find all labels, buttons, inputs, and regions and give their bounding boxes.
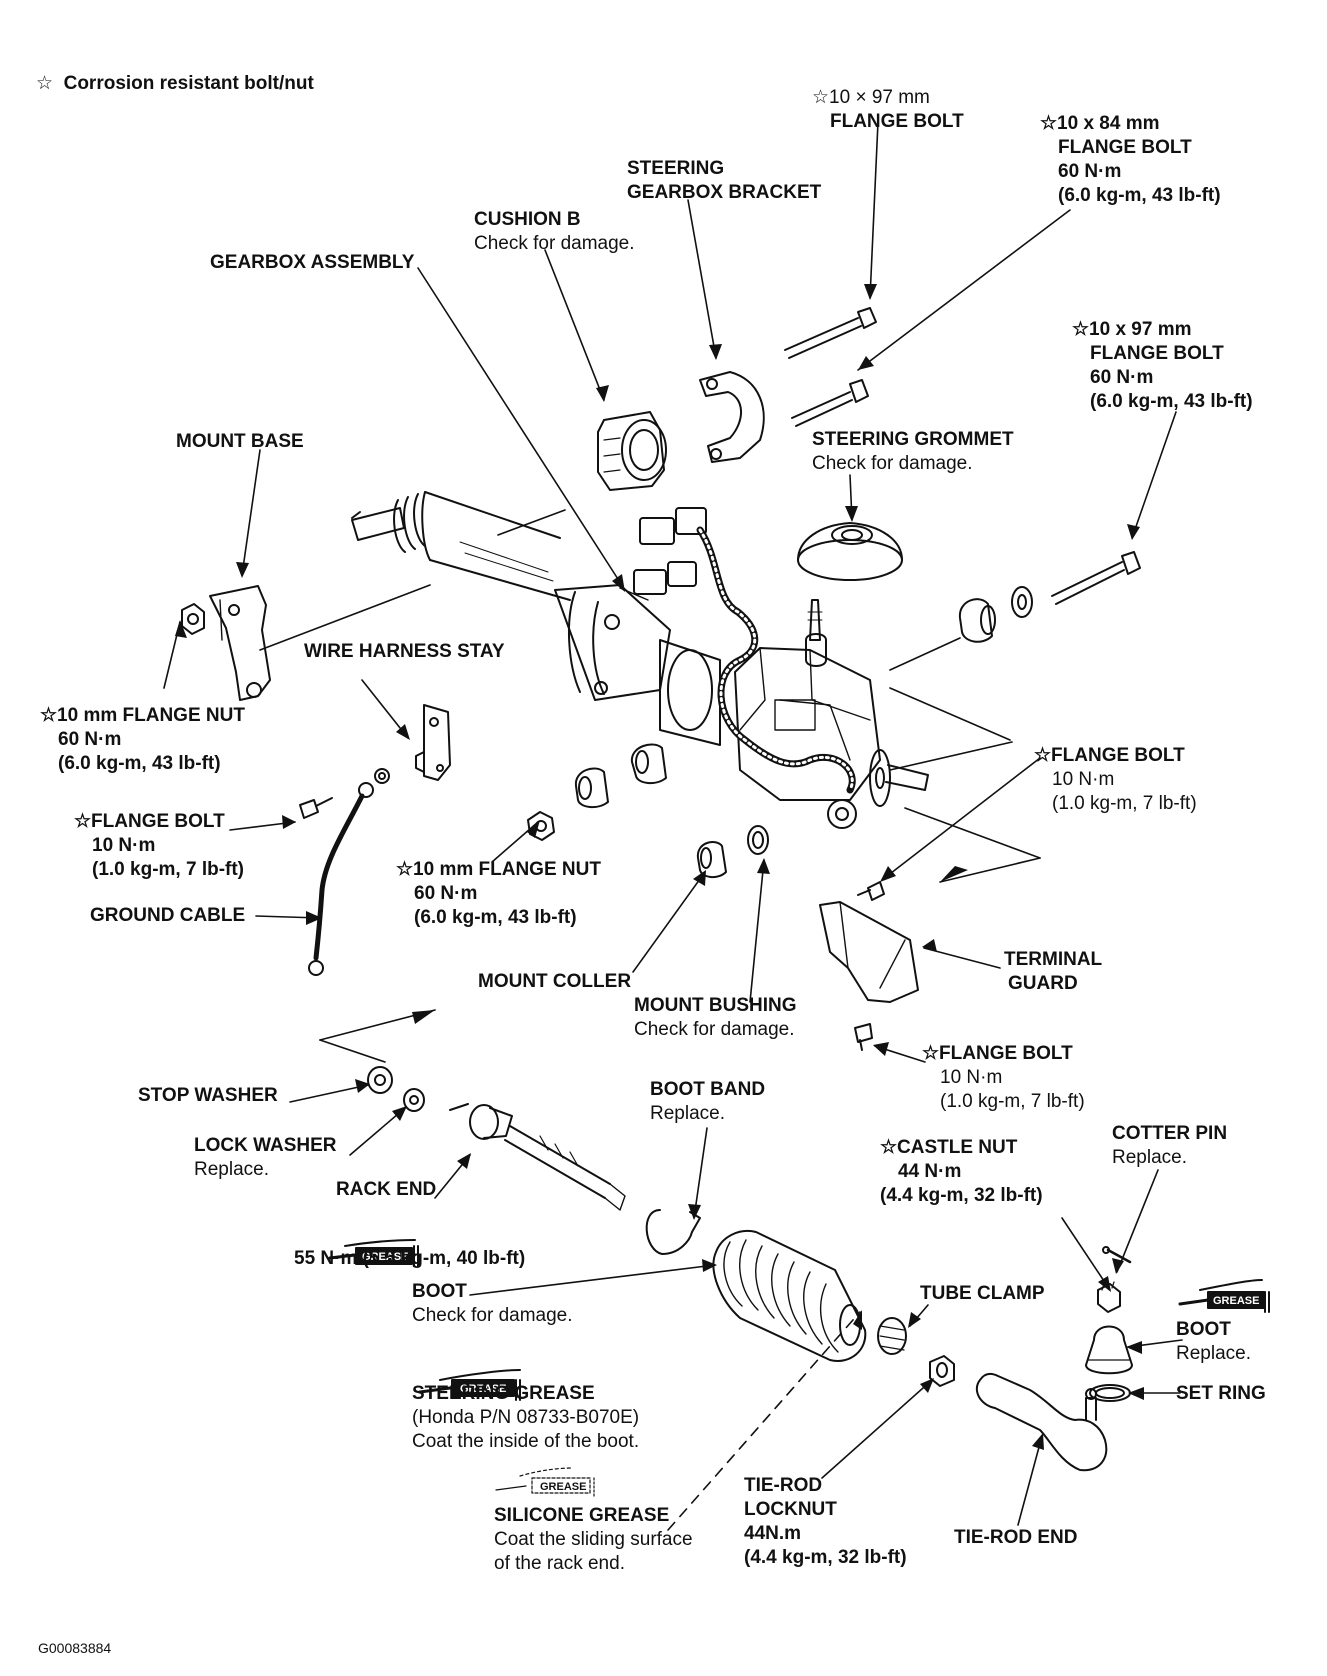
label-gearbox-assembly: GEARBOX ASSEMBLY <box>210 252 415 273</box>
label-cushion-b: CUSHION B Check for damage. <box>474 209 635 254</box>
ball-joint-parts-drawing <box>1085 1246 1133 1402</box>
label-boot-main: BOOT Check for damage. <box>412 1281 573 1326</box>
label-steering-grommet: STEERING GROMMET Check for damage. <box>812 429 1014 474</box>
label-stop-washer: STOP WASHER <box>138 1085 278 1106</box>
ground-cable-drawing <box>308 768 390 976</box>
label-castle-nut: ☆CASTLE NUT 44 N·m (4.4 kg-m, 32 lb-ft) <box>880 1137 1043 1206</box>
label-silicone-grease: SILICONE GREASE Coat the sliding surface… <box>494 1505 693 1574</box>
leader-lines <box>163 121 1183 1531</box>
label-boot-small: BOOT Replace. <box>1176 1319 1251 1364</box>
label-mount-bushing: MOUNT BUSHING Check for damage. <box>634 995 797 1040</box>
legend-text: Corrosion resistant bolt/nut <box>63 73 314 94</box>
cushion-b-drawing <box>597 411 667 491</box>
tie-rod-locknut-drawing <box>929 1355 955 1387</box>
star-icon: ☆ <box>36 73 54 94</box>
grease-gun-icon-3: GREASE <box>1178 1279 1270 1313</box>
boot-drawing <box>712 1230 867 1362</box>
grease-gun-icon-2: GREASE <box>418 1369 521 1401</box>
label-ground-cable: GROUND CABLE <box>90 905 246 926</box>
grease-gun-icon-1: GREASE <box>328 1239 419 1267</box>
terminal-guard-drawing <box>819 901 919 1003</box>
label-flange-bolt-84: ☆10 x 84 mm FLANGE BOLT 60 N·m (6.0 kg-m… <box>1040 113 1221 206</box>
label-flange-nut-10-center: ☆10 mm FLANGE NUT 60 N·m (6.0 kg-m, 43 l… <box>396 859 601 928</box>
grease-gun-outline-icon: GREASE <box>495 1467 595 1497</box>
label-flange-bolt-right: ☆FLANGE BOLT 10 N·m (1.0 kg-m, 7 lb-ft) <box>1034 745 1197 814</box>
mount-base-drawing <box>181 585 271 701</box>
right-mount-parts-drawing <box>958 586 1033 643</box>
gearbox-assembly-drawing <box>351 491 929 829</box>
label-flange-bolt-97-right: ☆10 x 97 mm FLANGE BOLT 60 N·m (6.0 kg-m… <box>1072 319 1253 412</box>
label-tube-clamp: TUBE CLAMP <box>920 1283 1045 1304</box>
gearbox-bracket-drawing <box>699 371 765 463</box>
arrowheads <box>175 284 1144 1450</box>
label-mount-coller: MOUNT COLLER <box>478 971 632 992</box>
label-cotter-pin: COTTER PIN Replace. <box>1112 1123 1228 1168</box>
label-steering-grease: STEERING GREASE (Honda P/N 08733-B070E) … <box>412 1383 640 1452</box>
label-mount-base: MOUNT BASE <box>176 431 304 452</box>
label-wire-harness-stay: WIRE HARNESS STAY <box>304 641 505 662</box>
label-steering-gearbox-bracket: STEERING GEARBOX BRACKET <box>627 158 822 203</box>
tie-rod-end-drawing <box>975 1372 1108 1472</box>
tube-clamp-drawing <box>877 1317 907 1355</box>
svg-text:GREASE: GREASE <box>362 1251 408 1263</box>
svg-text:GREASE: GREASE <box>540 1481 586 1493</box>
label-set-ring: SET RING <box>1176 1383 1266 1404</box>
label-boot-band: BOOT BAND Replace. <box>650 1079 766 1124</box>
label-lock-washer: LOCK WASHER Replace. <box>194 1135 337 1180</box>
label-tie-rod-end: TIE-ROD END <box>954 1527 1078 1548</box>
label-rack-end-torque: 55 N·m (5.5 kg-m, 40 lb-ft) <box>294 1248 526 1269</box>
small-flange-bolts-drawing <box>299 797 885 1051</box>
long-flange-bolts-drawing <box>784 307 1141 605</box>
center-mount-parts-drawing <box>527 743 769 878</box>
figure-id: G00083884 <box>38 1640 112 1656</box>
label-tie-rod-locknut: TIE-ROD LOCKNUT 44N.m (4.4 kg-m, 32 lb-f… <box>744 1475 907 1568</box>
washers-drawing <box>367 1066 425 1112</box>
label-rack-end: RACK END <box>336 1179 437 1200</box>
legend: ☆ Corrosion resistant bolt/nut <box>36 72 314 96</box>
svg-text:GREASE: GREASE <box>460 1383 506 1395</box>
boot-band-drawing <box>645 1209 701 1255</box>
svg-text:GREASE: GREASE <box>1213 1295 1259 1307</box>
label-flange-nut-10-left: ☆10 mm FLANGE NUT 60 N·m (6.0 kg-m, 43 l… <box>40 705 245 774</box>
rack-end-drawing <box>449 1103 626 1211</box>
label-terminal-guard: TERMINAL GUARD <box>1004 949 1103 994</box>
label-flange-bolt-lower: ☆FLANGE BOLT 10 N·m (1.0 kg-m, 7 lb-ft) <box>922 1043 1085 1112</box>
label-flange-bolt-left: ☆FLANGE BOLT 10 N·m (1.0 kg-m, 7 lb-ft) <box>74 811 245 880</box>
label-flange-bolt-97-top: ☆10 × 97 mm FLANGE BOLT <box>812 87 964 132</box>
steering-grommet-drawing <box>797 522 903 581</box>
